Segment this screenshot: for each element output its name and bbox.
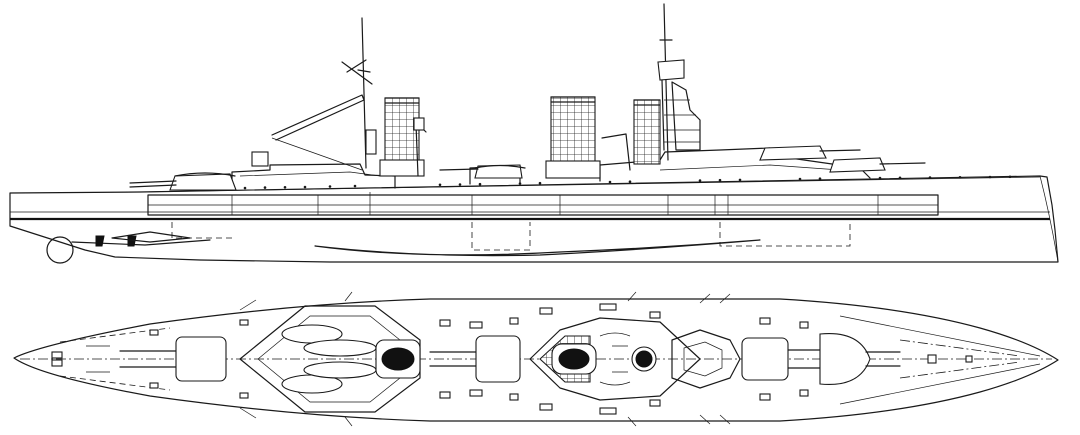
funnel-fore-cap — [633, 99, 661, 106]
derrick-stay — [271, 137, 363, 171]
plan-bridge-inner — [683, 341, 723, 377]
upper-deck-line — [139, 176, 1041, 193]
turret-q-guns — [439, 168, 479, 171]
plan-anchor-chain — [899, 339, 1021, 379]
plan-funnel-aft-top — [381, 347, 415, 371]
plan-turret-a-barbette — [819, 332, 871, 386]
aft-searchlight-box — [365, 129, 377, 155]
plan-mid-superstructure — [529, 317, 701, 401]
plan-aft-secondary — [86, 345, 110, 373]
aft-deckhouse — [231, 163, 396, 191]
plan-turret-x — [175, 336, 227, 382]
bridge-levels — [664, 99, 700, 143]
turret-q-side — [474, 164, 523, 179]
plan-turret-q-guns — [429, 351, 481, 367]
derrick-boom — [271, 94, 365, 141]
funnel-base-mid — [545, 160, 601, 179]
turret-b-guns — [819, 149, 861, 152]
turret-b-side — [759, 145, 827, 161]
funnel-base-aft — [379, 159, 425, 177]
turret-a-guns — [879, 162, 926, 165]
plan-turret-q — [475, 335, 521, 383]
plan-deck-fittings — [51, 303, 809, 415]
underwater-dash-2 — [471, 222, 531, 251]
fore-deckhouse-tier — [659, 164, 841, 171]
hull-outline — [9, 175, 1059, 263]
plan-funnel-fore-top — [635, 350, 653, 368]
plan-turret-b-guns — [787, 349, 821, 369]
funnel-mid-cap — [550, 96, 596, 103]
plan-funnel-mid-top — [558, 348, 590, 370]
plan-bridge — [671, 329, 741, 389]
bilge-keel — [314, 239, 761, 257]
underwater-dash-1 — [171, 222, 232, 239]
plan-boat-4 — [303, 361, 377, 379]
fore-top — [657, 59, 685, 81]
turret-a-side — [829, 157, 886, 173]
aft-superstructure-box — [251, 151, 269, 167]
propeller-2 — [127, 235, 137, 247]
plan-secondary-guns — [239, 291, 731, 427]
funnel-fore — [633, 99, 661, 165]
turret-x-side — [169, 173, 237, 191]
plan-hull-outline — [13, 298, 1059, 422]
underwater-dash-3 — [719, 222, 851, 247]
plan-capstan-2 — [965, 355, 973, 363]
plan-turret-b — [741, 337, 789, 381]
bridge-tower — [661, 79, 701, 151]
plan-boat-2 — [303, 339, 377, 357]
rudder — [46, 236, 74, 264]
aft-deckhouse-upper — [239, 171, 381, 177]
plan-view — [13, 291, 1059, 427]
plan-fore-deck-edge — [839, 315, 1041, 405]
main-mast — [357, 17, 371, 169]
porthole-row — [243, 175, 1012, 190]
plan-boat-racks — [599, 332, 631, 386]
side-elevation-view — [9, 3, 1059, 264]
main-mast-yard — [341, 59, 373, 85]
searchlight-aft — [413, 117, 425, 131]
boat-row-mid — [474, 164, 526, 169]
bow-stem — [1039, 175, 1059, 263]
funnel-aft-cap — [384, 97, 420, 104]
turret-x-guns — [129, 180, 177, 188]
shaft-bracket — [111, 231, 191, 243]
boat-crane-mid — [601, 133, 631, 171]
propeller-1 — [95, 235, 105, 247]
plan-capstan-1 — [927, 354, 937, 364]
plan-turret-x-guns — [119, 350, 181, 368]
funnel-aft — [384, 97, 420, 167]
plan-turret-a-guns — [865, 351, 901, 367]
fore-mast — [659, 3, 673, 161]
boat-row-aft — [174, 172, 236, 177]
funnel-mid — [550, 96, 596, 168]
